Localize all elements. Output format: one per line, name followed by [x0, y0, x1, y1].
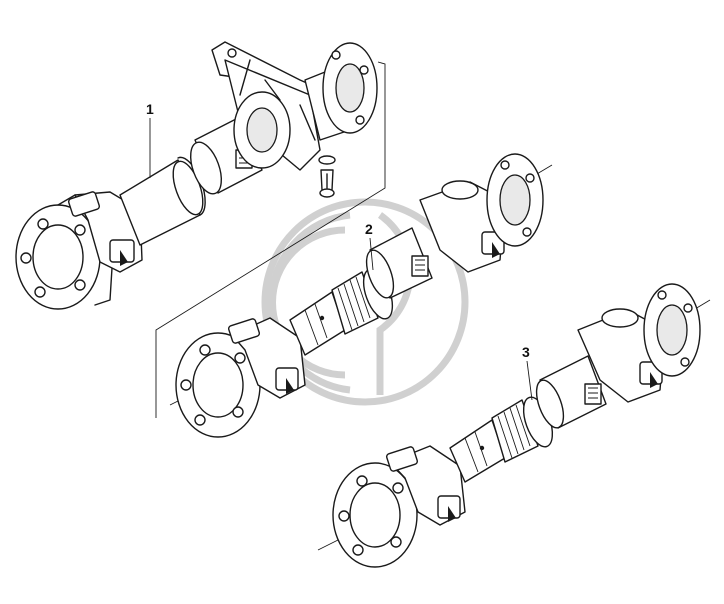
callout-2: 2 — [365, 221, 374, 271]
tube-3 — [535, 355, 607, 429]
flange-end-1 — [15, 194, 116, 310]
tube-2 — [365, 227, 433, 299]
callout-label-1: 1 — [146, 101, 154, 117]
assembly-1-shaft-with-center-bearing — [15, 41, 378, 310]
mounting-bolt — [318, 155, 336, 198]
universal-joint-2a — [227, 317, 306, 399]
watermark-logo — [261, 198, 469, 406]
callout-label-3: 3 — [522, 344, 530, 360]
flange-end-3b — [643, 283, 701, 377]
callout-1: 1 — [146, 101, 154, 178]
center-bearing-bracket — [211, 41, 346, 171]
assembly-2-shaft — [169, 153, 553, 438]
universal-joint-3a — [385, 445, 466, 526]
flange-end-3 — [332, 462, 418, 568]
assembly-1-panel-outline — [155, 61, 386, 418]
flange-end-1b — [304, 42, 378, 141]
universal-joint-2b — [419, 180, 506, 273]
assembly-3-shaft — [317, 283, 711, 568]
callout-3: 3 — [522, 344, 533, 401]
universal-joint-1 — [67, 191, 143, 273]
universal-joint-3b — [577, 308, 666, 403]
callout-label-2: 2 — [365, 221, 373, 237]
flange-end-2b — [486, 153, 544, 247]
